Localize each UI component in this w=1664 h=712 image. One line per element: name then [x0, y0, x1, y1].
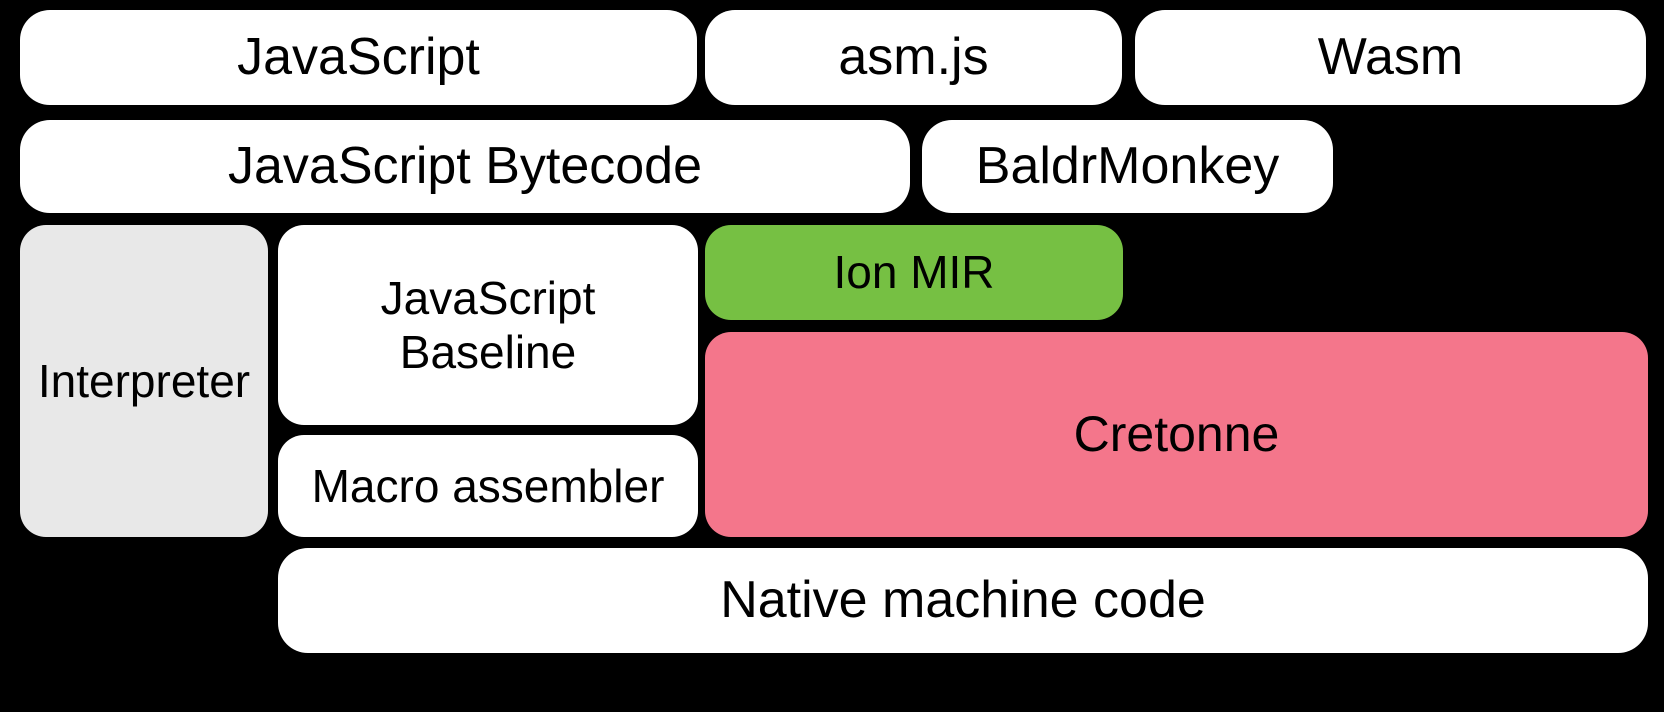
node-interpreter[interactable]: Interpreter	[20, 225, 268, 537]
node-macro-assembler[interactable]: Macro assembler	[278, 435, 698, 537]
node-baldrmonkey[interactable]: BaldrMonkey	[922, 120, 1333, 213]
node-ion-mir[interactable]: Ion MIR	[705, 225, 1123, 320]
node-javascript-bytecode[interactable]: JavaScript Bytecode	[20, 120, 910, 213]
node-native-machine-code[interactable]: Native machine code	[278, 548, 1648, 653]
node-javascript-baseline[interactable]: JavaScript Baseline	[278, 225, 698, 425]
node-javascript[interactable]: JavaScript	[20, 10, 697, 105]
node-wasm[interactable]: Wasm	[1135, 10, 1646, 105]
node-asmjs[interactable]: asm.js	[705, 10, 1122, 105]
node-cretonne[interactable]: Cretonne	[705, 332, 1648, 537]
